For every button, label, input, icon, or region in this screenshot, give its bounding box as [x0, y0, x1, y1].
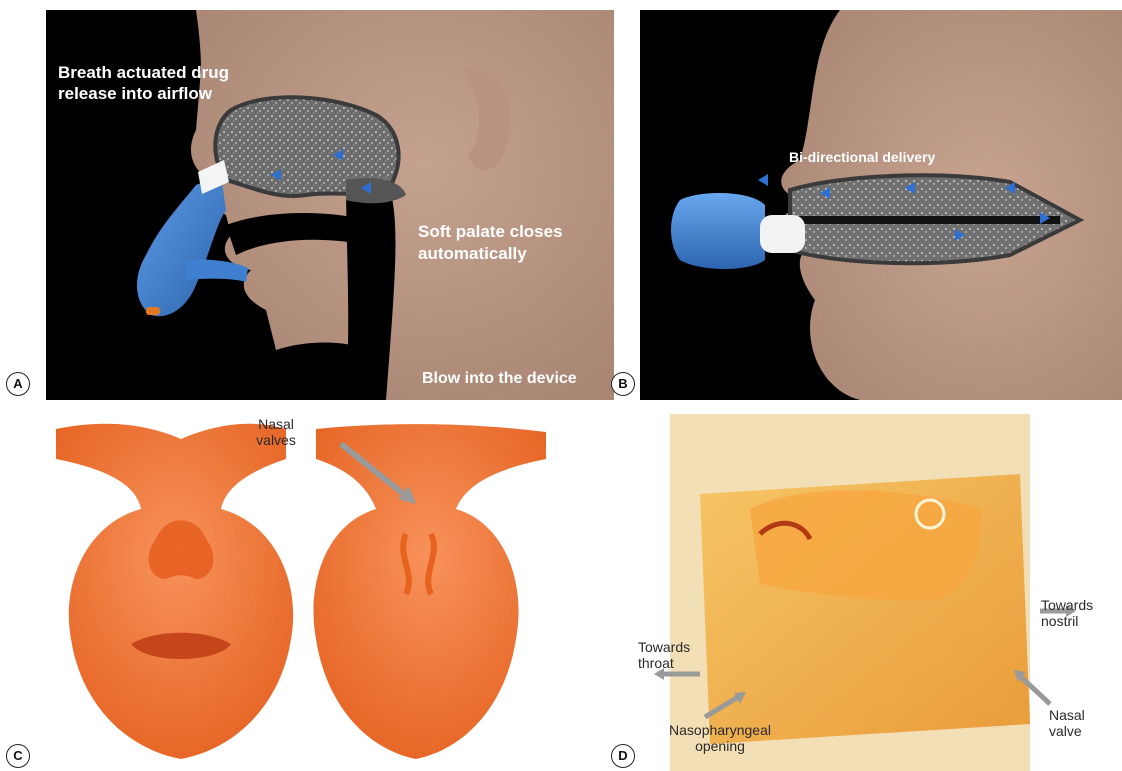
- label-nasal-valves: Nasal valves: [246, 416, 306, 448]
- label-breath-actuated-release: Breath actuated drug release into airflo…: [58, 62, 258, 104]
- label-nasopharyngeal-opening: Nasopharyngeal opening: [665, 722, 775, 754]
- throat-channel: [346, 180, 395, 400]
- flow-arrow-icon: [758, 174, 768, 186]
- label-soft-palate: Soft palate closes automatically: [418, 221, 608, 265]
- panel-a-nasal-device-illustration: Breath actuated drug release into airflo…: [46, 10, 614, 400]
- nasal-device-body: [137, 175, 226, 316]
- label-bidirectional-delivery: Bi-directional delivery: [789, 149, 989, 165]
- panel-c-nasal-model-photo: [46, 414, 614, 771]
- device-nozzle: [760, 215, 805, 253]
- panel-b-artwork: [640, 10, 1122, 400]
- panel-c-badge: C: [6, 744, 30, 768]
- face-model-front: [56, 424, 293, 759]
- device-cap: [146, 307, 160, 315]
- panel-b-bidirectional-illustration: Bi-directional delivery: [640, 10, 1122, 400]
- nasal-device-body: [671, 193, 765, 269]
- panel-c-artwork: [46, 414, 614, 771]
- cast-upper-region: [750, 490, 981, 600]
- panel-b-badge: B: [611, 372, 635, 396]
- septum-gap: [790, 216, 1060, 224]
- label-blow-into-device: Blow into the device: [422, 370, 614, 388]
- panel-a-badge: A: [6, 372, 30, 396]
- panel-d-badge: D: [611, 744, 635, 768]
- label-towards-nostril: Towards nostril: [1041, 597, 1111, 629]
- label-towards-throat: Towards throat: [638, 639, 708, 671]
- label-nasal-valve: Nasal valve: [1049, 707, 1109, 739]
